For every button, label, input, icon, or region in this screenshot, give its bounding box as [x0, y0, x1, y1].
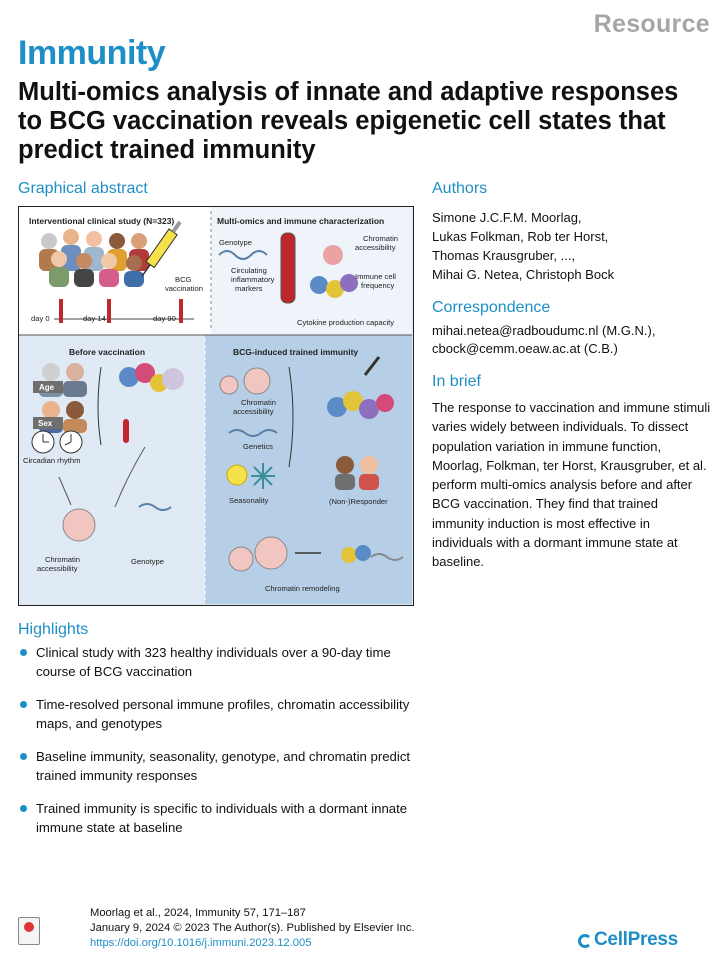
day90-label: day 90 [153, 314, 176, 323]
section-label: Resource [593, 10, 710, 38]
chromatin-remodeling-label: Chromatin remodeling [265, 584, 340, 593]
nucleosome-icon [62, 508, 96, 542]
bcg-label: BCG [175, 275, 192, 284]
bullet-icon [20, 701, 27, 708]
circulating-label-1: Circulating [231, 266, 267, 275]
highlight-item: Time-resolved personal immune profiles, … [18, 695, 428, 733]
highlights-heading: Highlights [18, 621, 89, 638]
immune-label-2: frequency [361, 281, 395, 290]
age-badge [33, 381, 63, 393]
article-title: Multi-omics analysis of innate and adapt… [18, 78, 679, 164]
trained-panel-title: BCG-induced trained immunity [233, 347, 358, 357]
citation-line: Moorlag et al., 2024, Immunity 57, 171–1… [90, 907, 306, 919]
tube-day14 [107, 299, 111, 323]
circulating-label-3: markers [235, 284, 263, 293]
sex-label: Sex [38, 419, 53, 428]
chromatin-label-1: Chromatin [363, 234, 398, 243]
tube-day0 [59, 299, 63, 323]
responder-label: (Non-)Responder [329, 497, 388, 506]
circadian-label: Circadian rhythm [23, 456, 80, 465]
sun-icon [226, 464, 248, 486]
cytokine-label: Cytokine production capacity [297, 318, 394, 327]
author-line[interactable]: Mihai G. Netea, Christoph Bock [432, 267, 615, 282]
bullet-icon [20, 753, 27, 760]
genotype-label: Genotype [219, 238, 252, 247]
email-link[interactable]: mihai.netea@radboudumc.nl (M.G.N.), [432, 323, 656, 338]
doi-link[interactable]: https://doi.org/10.1016/j.immuni.2023.12… [90, 937, 312, 949]
author-line[interactable]: Lukas Folkman, Rob ter Horst, [432, 229, 609, 244]
in-brief-text: The response to vaccination and immune s… [432, 400, 711, 570]
tube-day90 [179, 299, 183, 323]
immune-label-1: Immune cell [355, 272, 396, 281]
highlight-item: Trained immunity is specific to individu… [18, 799, 428, 837]
chromatin-bottom-1: Chromatin [45, 555, 80, 564]
journal-name[interactable]: Immunity [18, 34, 166, 72]
highlights-list: Clinical study with 323 healthy individu… [18, 643, 428, 851]
small-syringe-icon [363, 356, 381, 376]
cellpress-text: CellPress [594, 929, 678, 950]
day14-label: day 14 [83, 314, 106, 323]
cell-icon [323, 245, 343, 265]
citation-footer: Moorlag et al., 2024, Immunity 57, 171–1… [90, 906, 415, 951]
before-tube-icon [123, 419, 129, 443]
bullet-icon [20, 805, 27, 812]
chromatin-bottom-2: accessibility [37, 564, 78, 573]
blood-tube-icon [280, 232, 296, 304]
authors-heading: Authors [432, 180, 488, 197]
before-panel-title: Before vaccination [69, 347, 145, 357]
author-line[interactable]: Simone J.C.F.M. Moorlag, [432, 210, 582, 225]
circulating-label-2: inflammatory [231, 275, 275, 284]
graphical-abstract-figure: Interventional clinical study (N=323) Mu… [18, 206, 414, 606]
highlight-item: Baseline immunity, seasonality, genotype… [18, 747, 428, 785]
highlight-item: Clinical study with 323 healthy individu… [18, 643, 428, 681]
omics-panel-bg [211, 207, 412, 335]
correspondence-list: mihai.netea@radboudumc.nl (M.G.N.), cboc… [432, 322, 712, 358]
day0-label: day 0 [31, 314, 50, 323]
crowd-illustration [39, 229, 149, 287]
in-brief-heading: In brief [432, 373, 481, 390]
email-link[interactable]: cbock@cemm.oeaw.ac.at (C.B.) [432, 341, 618, 356]
correspondence-heading: Correspondence [432, 299, 551, 316]
syringe-icon [141, 220, 182, 277]
dna-icon [218, 250, 268, 260]
genetics-label: Genetics [243, 442, 273, 451]
snowflake-icon [251, 463, 275, 489]
study-panel-title: Interventional clinical study (N=323) [29, 216, 174, 226]
trained-chromatin-2: accessibility [233, 407, 274, 416]
bullet-icon [20, 649, 27, 656]
author-line[interactable]: Thomas Krausgruber, ..., [432, 248, 576, 263]
cellpress-icon [578, 934, 592, 948]
cellpress-logo[interactable]: CellPress [578, 929, 678, 951]
seasonality-label: Seasonality [229, 496, 268, 505]
vaccination-label: vaccination [165, 284, 203, 293]
age-label: Age [39, 383, 55, 392]
graphical-abstract-heading: Graphical abstract [18, 180, 148, 197]
omics-panel-title: Multi-omics and immune characterization [217, 216, 384, 226]
trained-chromatin-1: Chromatin [241, 398, 276, 407]
graphical-abstract-svg: Interventional clinical study (N=323) Mu… [19, 207, 412, 604]
authors-list: Simone J.C.F.M. Moorlag, Lukas Folkman, … [432, 208, 712, 284]
check-for-updates-icon[interactable] [18, 917, 40, 945]
sex-badge [33, 417, 63, 429]
chromatin-label-2: accessibility [355, 243, 396, 252]
genotype-bottom-label: Genotype [131, 557, 164, 566]
copyright-line: January 9, 2024 © 2023 The Author(s). Pu… [90, 922, 415, 934]
